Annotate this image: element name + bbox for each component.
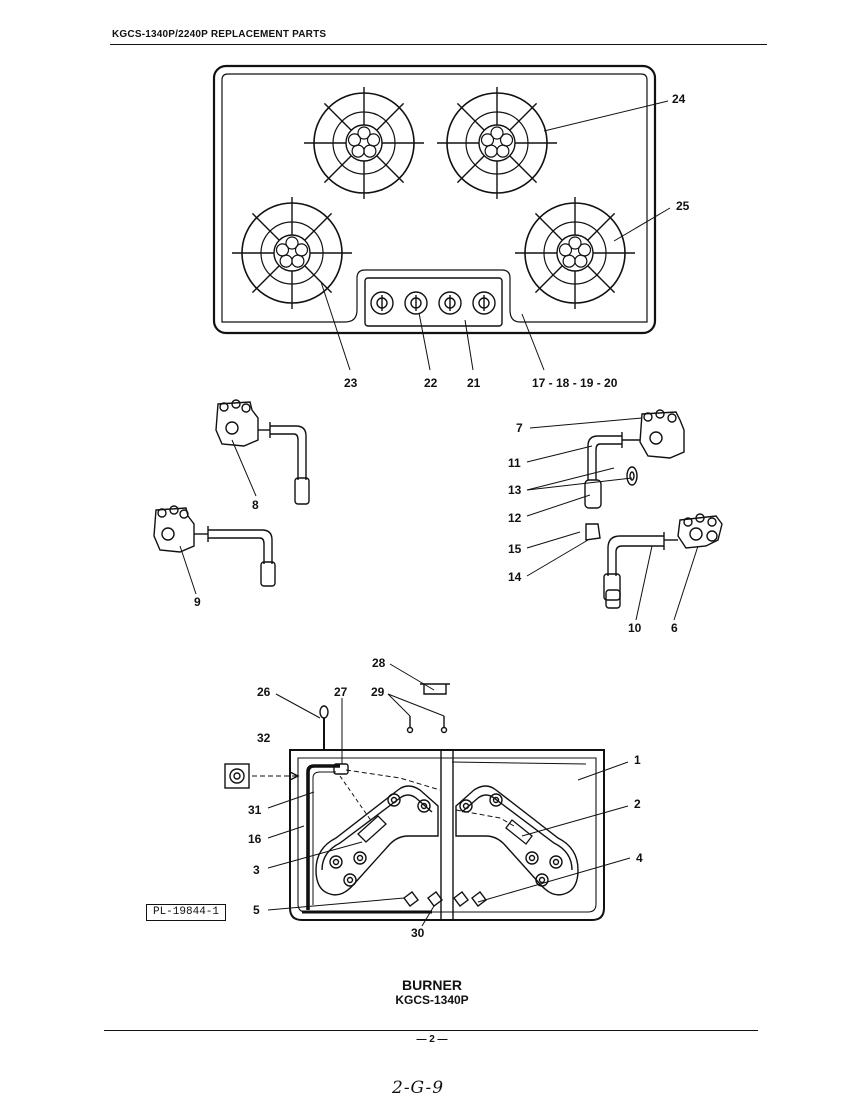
burner-port	[535, 873, 549, 887]
callout-26: 26	[257, 685, 271, 699]
valve-assembly-9	[153, 505, 276, 595]
callout-1: 1	[634, 753, 641, 767]
caption-title: BURNER	[402, 977, 462, 993]
callout-17-18-19-20: 17 - 18 - 19 - 20	[532, 376, 618, 390]
part-32-grommet	[224, 763, 300, 789]
callout-9: 9	[194, 595, 201, 609]
callout-6: 6	[671, 621, 678, 635]
callout-14: 14	[508, 570, 522, 584]
page-number: — 2 —	[416, 1034, 448, 1045]
burner-port	[459, 799, 473, 813]
leader-lines-top	[320, 100, 671, 371]
burner-grate	[232, 197, 352, 309]
burner-grate	[515, 197, 635, 309]
callout-22: 22	[424, 376, 438, 390]
callout-32: 32	[257, 731, 271, 745]
part-26-electrode-clip	[319, 705, 329, 750]
control-knobs	[370, 291, 496, 315]
callout-30: 30	[411, 926, 425, 940]
part-28-bracket	[420, 683, 450, 695]
valve-assembly-7	[584, 409, 685, 541]
callout-13: 13	[508, 483, 522, 497]
handwritten-note: 2-G-9	[392, 1078, 445, 1098]
leader-lines-middle	[526, 417, 699, 621]
caption-model: KGCS-1340P	[395, 993, 469, 1007]
callout-15: 15	[508, 542, 522, 556]
callout-16: 16	[248, 832, 262, 846]
header-rule	[110, 44, 767, 45]
callout-29: 29	[371, 685, 385, 699]
callout-25: 25	[676, 199, 690, 213]
burner-box	[289, 749, 605, 921]
valve-assembly-6	[603, 513, 723, 609]
burner-port	[329, 855, 343, 869]
leader-lines-bottom	[267, 663, 631, 927]
burner-grate	[304, 87, 424, 199]
callout-5: 5	[253, 903, 260, 917]
callout-31: 31	[248, 803, 262, 817]
page-header-title: KGCS-1340P/2240P REPLACEMENT PARTS	[112, 29, 327, 40]
callout-3: 3	[253, 863, 260, 877]
callout-4: 4	[636, 851, 643, 865]
burner-port	[489, 793, 503, 807]
callout-27: 27	[334, 685, 348, 699]
burner-port	[549, 855, 563, 869]
burner-grate	[437, 87, 557, 199]
callout-11: 11	[508, 456, 521, 470]
burner-ports	[329, 793, 563, 887]
callout-8: 8	[252, 498, 259, 512]
burner-port	[343, 873, 357, 887]
callout-7: 7	[516, 421, 523, 435]
callout-23: 23	[344, 376, 358, 390]
callout-21: 21	[467, 376, 481, 390]
burner-port	[525, 851, 539, 865]
drawing-code-box: PL-19844-1	[146, 904, 226, 921]
part-29-screws	[406, 716, 448, 734]
burner-port	[353, 851, 367, 865]
burner-port	[417, 799, 431, 813]
callout-28: 28	[372, 656, 386, 670]
callout-12: 12	[508, 511, 522, 525]
footer-rule	[104, 1030, 758, 1031]
callout-24: 24	[672, 92, 686, 106]
callout-2: 2	[634, 797, 641, 811]
callout-10: 10	[628, 621, 642, 635]
cooktop-top	[212, 64, 657, 335]
burner-grates	[232, 87, 635, 309]
burner-port	[387, 793, 401, 807]
valve-assembly-8	[215, 399, 310, 505]
